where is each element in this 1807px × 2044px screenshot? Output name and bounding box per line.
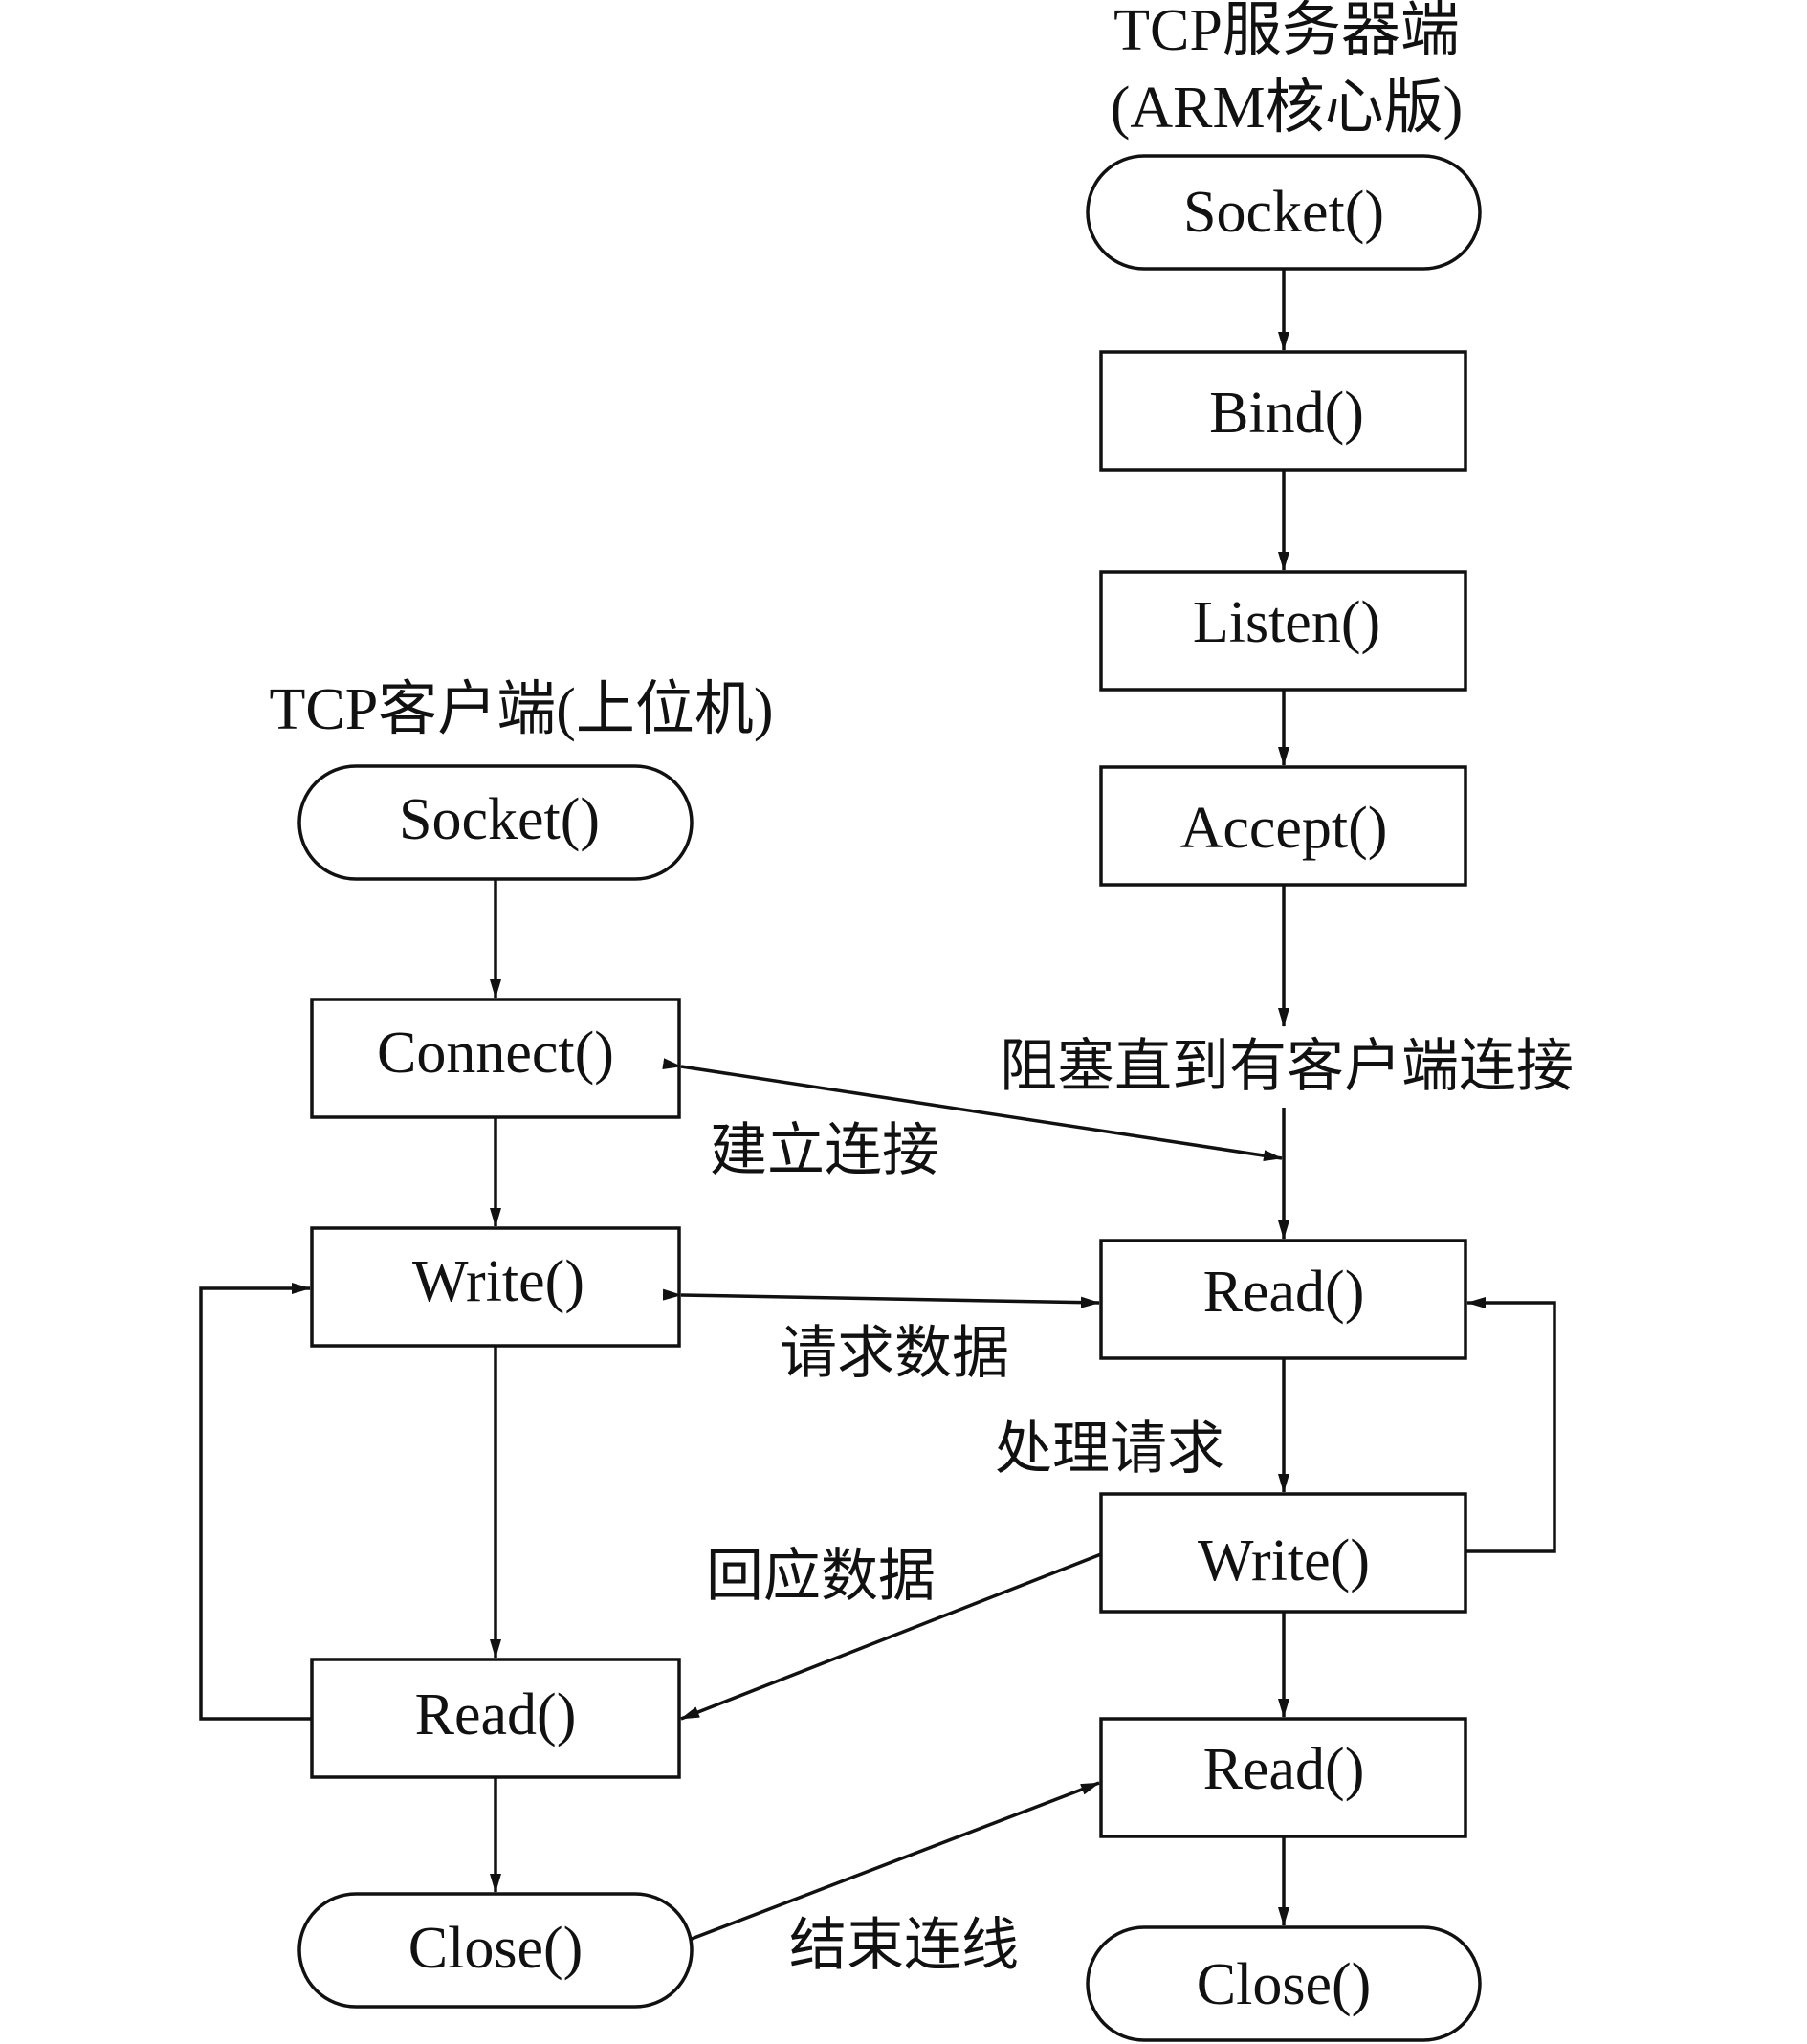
label-block-until-client: 阻塞直到有客户端连接: [1000, 1035, 1574, 1098]
arrow-client-loop-read-to-write: [199, 1283, 312, 1721]
server-accept-node: Accept(): [1099, 765, 1467, 887]
arrow-end-connection: [691, 1781, 1100, 1941]
server-read1-node: Read(): [1099, 1239, 1467, 1360]
server-bind-label: Bind(): [1209, 381, 1364, 446]
client-header: TCP客户端(上位机): [269, 677, 773, 742]
server-header-line1: TCP服务器端: [1113, 0, 1460, 63]
server-listen-label: Listen(): [1193, 590, 1380, 655]
client-read-label: Read(): [415, 1682, 577, 1747]
server-listen-node: Listen(): [1099, 570, 1467, 692]
client-connect-node: Connect(): [310, 998, 681, 1119]
label-establish-connection: 建立连接: [710, 1119, 939, 1182]
client-socket-label: Socket(): [399, 787, 600, 852]
client-close-node: Close(): [297, 1892, 694, 2009]
server-read2-label: Read(): [1203, 1737, 1365, 1802]
server-write-node: Write(): [1099, 1492, 1467, 1614]
server-close-node: Close(): [1086, 1925, 1482, 2042]
client-close-label: Close(): [408, 1916, 584, 1981]
server-bind-node: Bind(): [1099, 350, 1467, 472]
arrow-establish-connection: [662, 1058, 1283, 1162]
arrow-server-loop-write-to-read: [1465, 1297, 1556, 1553]
arrow-reply-data: [680, 1552, 1102, 1721]
client-connect-label: Connect(): [377, 1021, 614, 1086]
server-write-label: Write(): [1198, 1528, 1370, 1593]
client-socket-node: Socket(): [297, 764, 694, 881]
label-request-data: 请求数据: [780, 1322, 1009, 1385]
client-write-node: Write(): [310, 1226, 681, 1348]
server-accept-label: Accept(): [1180, 796, 1388, 861]
client-read-node: Read(): [310, 1658, 681, 1779]
client-write-label: Write(): [412, 1249, 584, 1314]
label-process-request: 处理请求: [995, 1418, 1224, 1481]
server-close-label: Close(): [1197, 1952, 1372, 2017]
server-header-line2: (ARM核心版): [1111, 76, 1464, 141]
server-socket-node: Socket(): [1086, 154, 1482, 271]
label-end-connection: 结束连线: [789, 1914, 1019, 1977]
label-reply-data: 回应数据: [706, 1545, 936, 1608]
server-socket-label: Socket(): [1183, 180, 1384, 245]
server-read2-node: Read(): [1099, 1717, 1467, 1838]
arrow-request-data: [662, 1288, 1100, 1308]
server-read1-label: Read(): [1203, 1260, 1365, 1325]
